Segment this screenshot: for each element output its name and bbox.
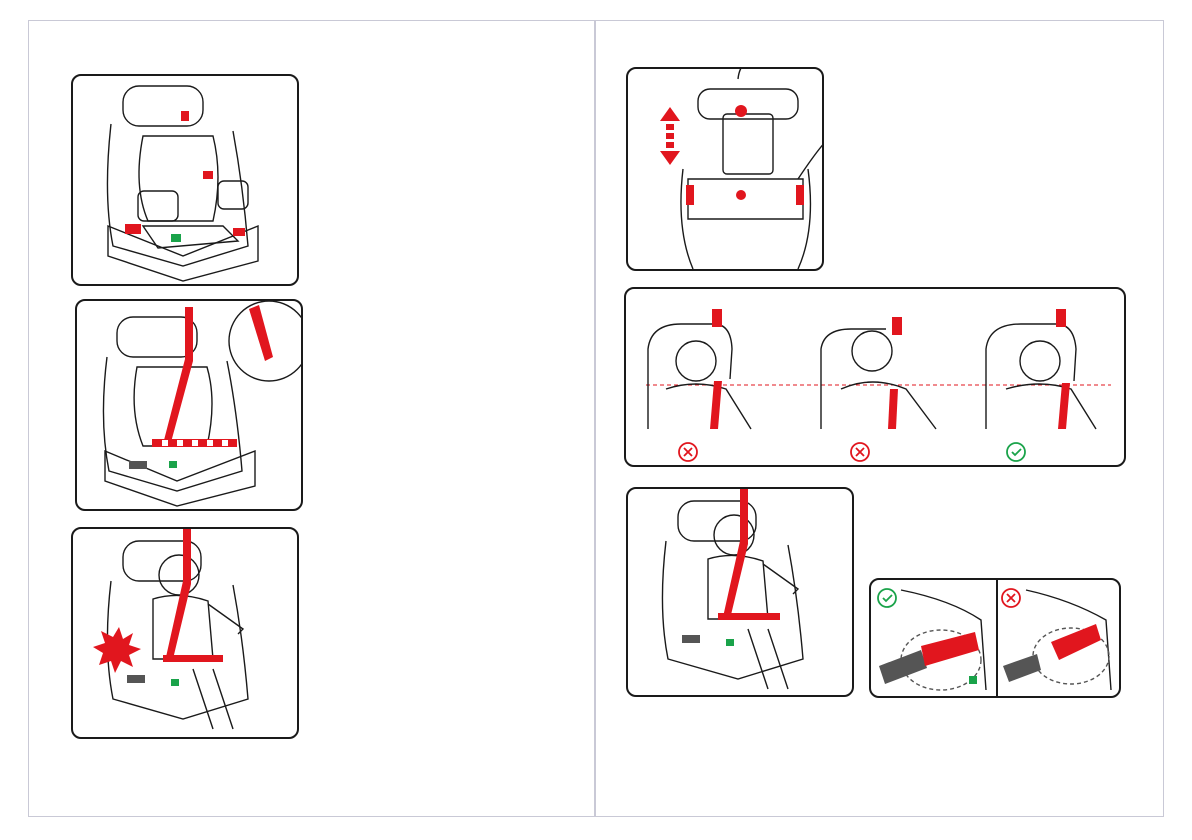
shoulder-belt-check-illustration bbox=[626, 289, 1126, 467]
child-seated-illustration bbox=[73, 529, 299, 739]
lap-belt bbox=[718, 613, 780, 620]
isofix-indicator bbox=[969, 676, 977, 684]
child-belted-illustration bbox=[628, 489, 854, 697]
check-figure-3 bbox=[986, 309, 1096, 429]
side-lock bbox=[686, 185, 694, 205]
belt-guide-marker bbox=[125, 224, 141, 234]
lap-belt bbox=[921, 632, 979, 666]
x-circle-icon bbox=[851, 443, 869, 461]
buckle bbox=[879, 650, 927, 684]
shoulder-belt bbox=[166, 529, 191, 659]
belt-guide-marker bbox=[233, 228, 245, 236]
shoulder-belt bbox=[163, 307, 193, 446]
right-page bbox=[595, 20, 1164, 817]
isofix-indicator bbox=[169, 461, 177, 468]
buckle-check-panel bbox=[869, 578, 1121, 698]
side-lock bbox=[796, 185, 804, 205]
starburst-icon bbox=[93, 627, 141, 673]
shoulder-belt-check-panel bbox=[624, 287, 1126, 467]
check-circle-icon bbox=[1007, 443, 1025, 461]
lap-belt bbox=[163, 655, 223, 662]
x-circle-icon bbox=[1002, 589, 1020, 607]
check-figure-2 bbox=[821, 317, 936, 429]
headrest-adjust-panel bbox=[626, 67, 824, 271]
isofix-indicator bbox=[726, 639, 734, 646]
check-circle-icon bbox=[878, 589, 896, 607]
left-page bbox=[28, 20, 595, 817]
isofix-indicator bbox=[171, 679, 179, 686]
buckle bbox=[127, 675, 145, 683]
buckle bbox=[1003, 654, 1041, 682]
belt-guide-marker bbox=[203, 171, 213, 179]
release-button bbox=[735, 105, 747, 117]
child-belted-panel bbox=[626, 487, 854, 697]
x-circle-icon bbox=[679, 443, 697, 461]
child-seated-panel bbox=[71, 527, 299, 739]
headrest-adjust-illustration bbox=[628, 69, 824, 271]
booster-seat-illustration bbox=[73, 76, 299, 286]
lap-belt bbox=[152, 439, 237, 447]
belt-guide-marker bbox=[181, 111, 189, 121]
check-figure-1 bbox=[648, 309, 751, 429]
buckle-check-illustration bbox=[871, 580, 1121, 698]
isofix-indicator bbox=[171, 234, 181, 242]
buckle bbox=[682, 635, 700, 643]
buckle bbox=[129, 461, 147, 469]
belt-routing-illustration bbox=[77, 301, 303, 511]
belt-routing-panel bbox=[75, 299, 303, 511]
release-button bbox=[736, 190, 746, 200]
double-arrow-up-down-icon bbox=[660, 107, 680, 165]
booster-seat-overview-panel bbox=[71, 74, 299, 286]
